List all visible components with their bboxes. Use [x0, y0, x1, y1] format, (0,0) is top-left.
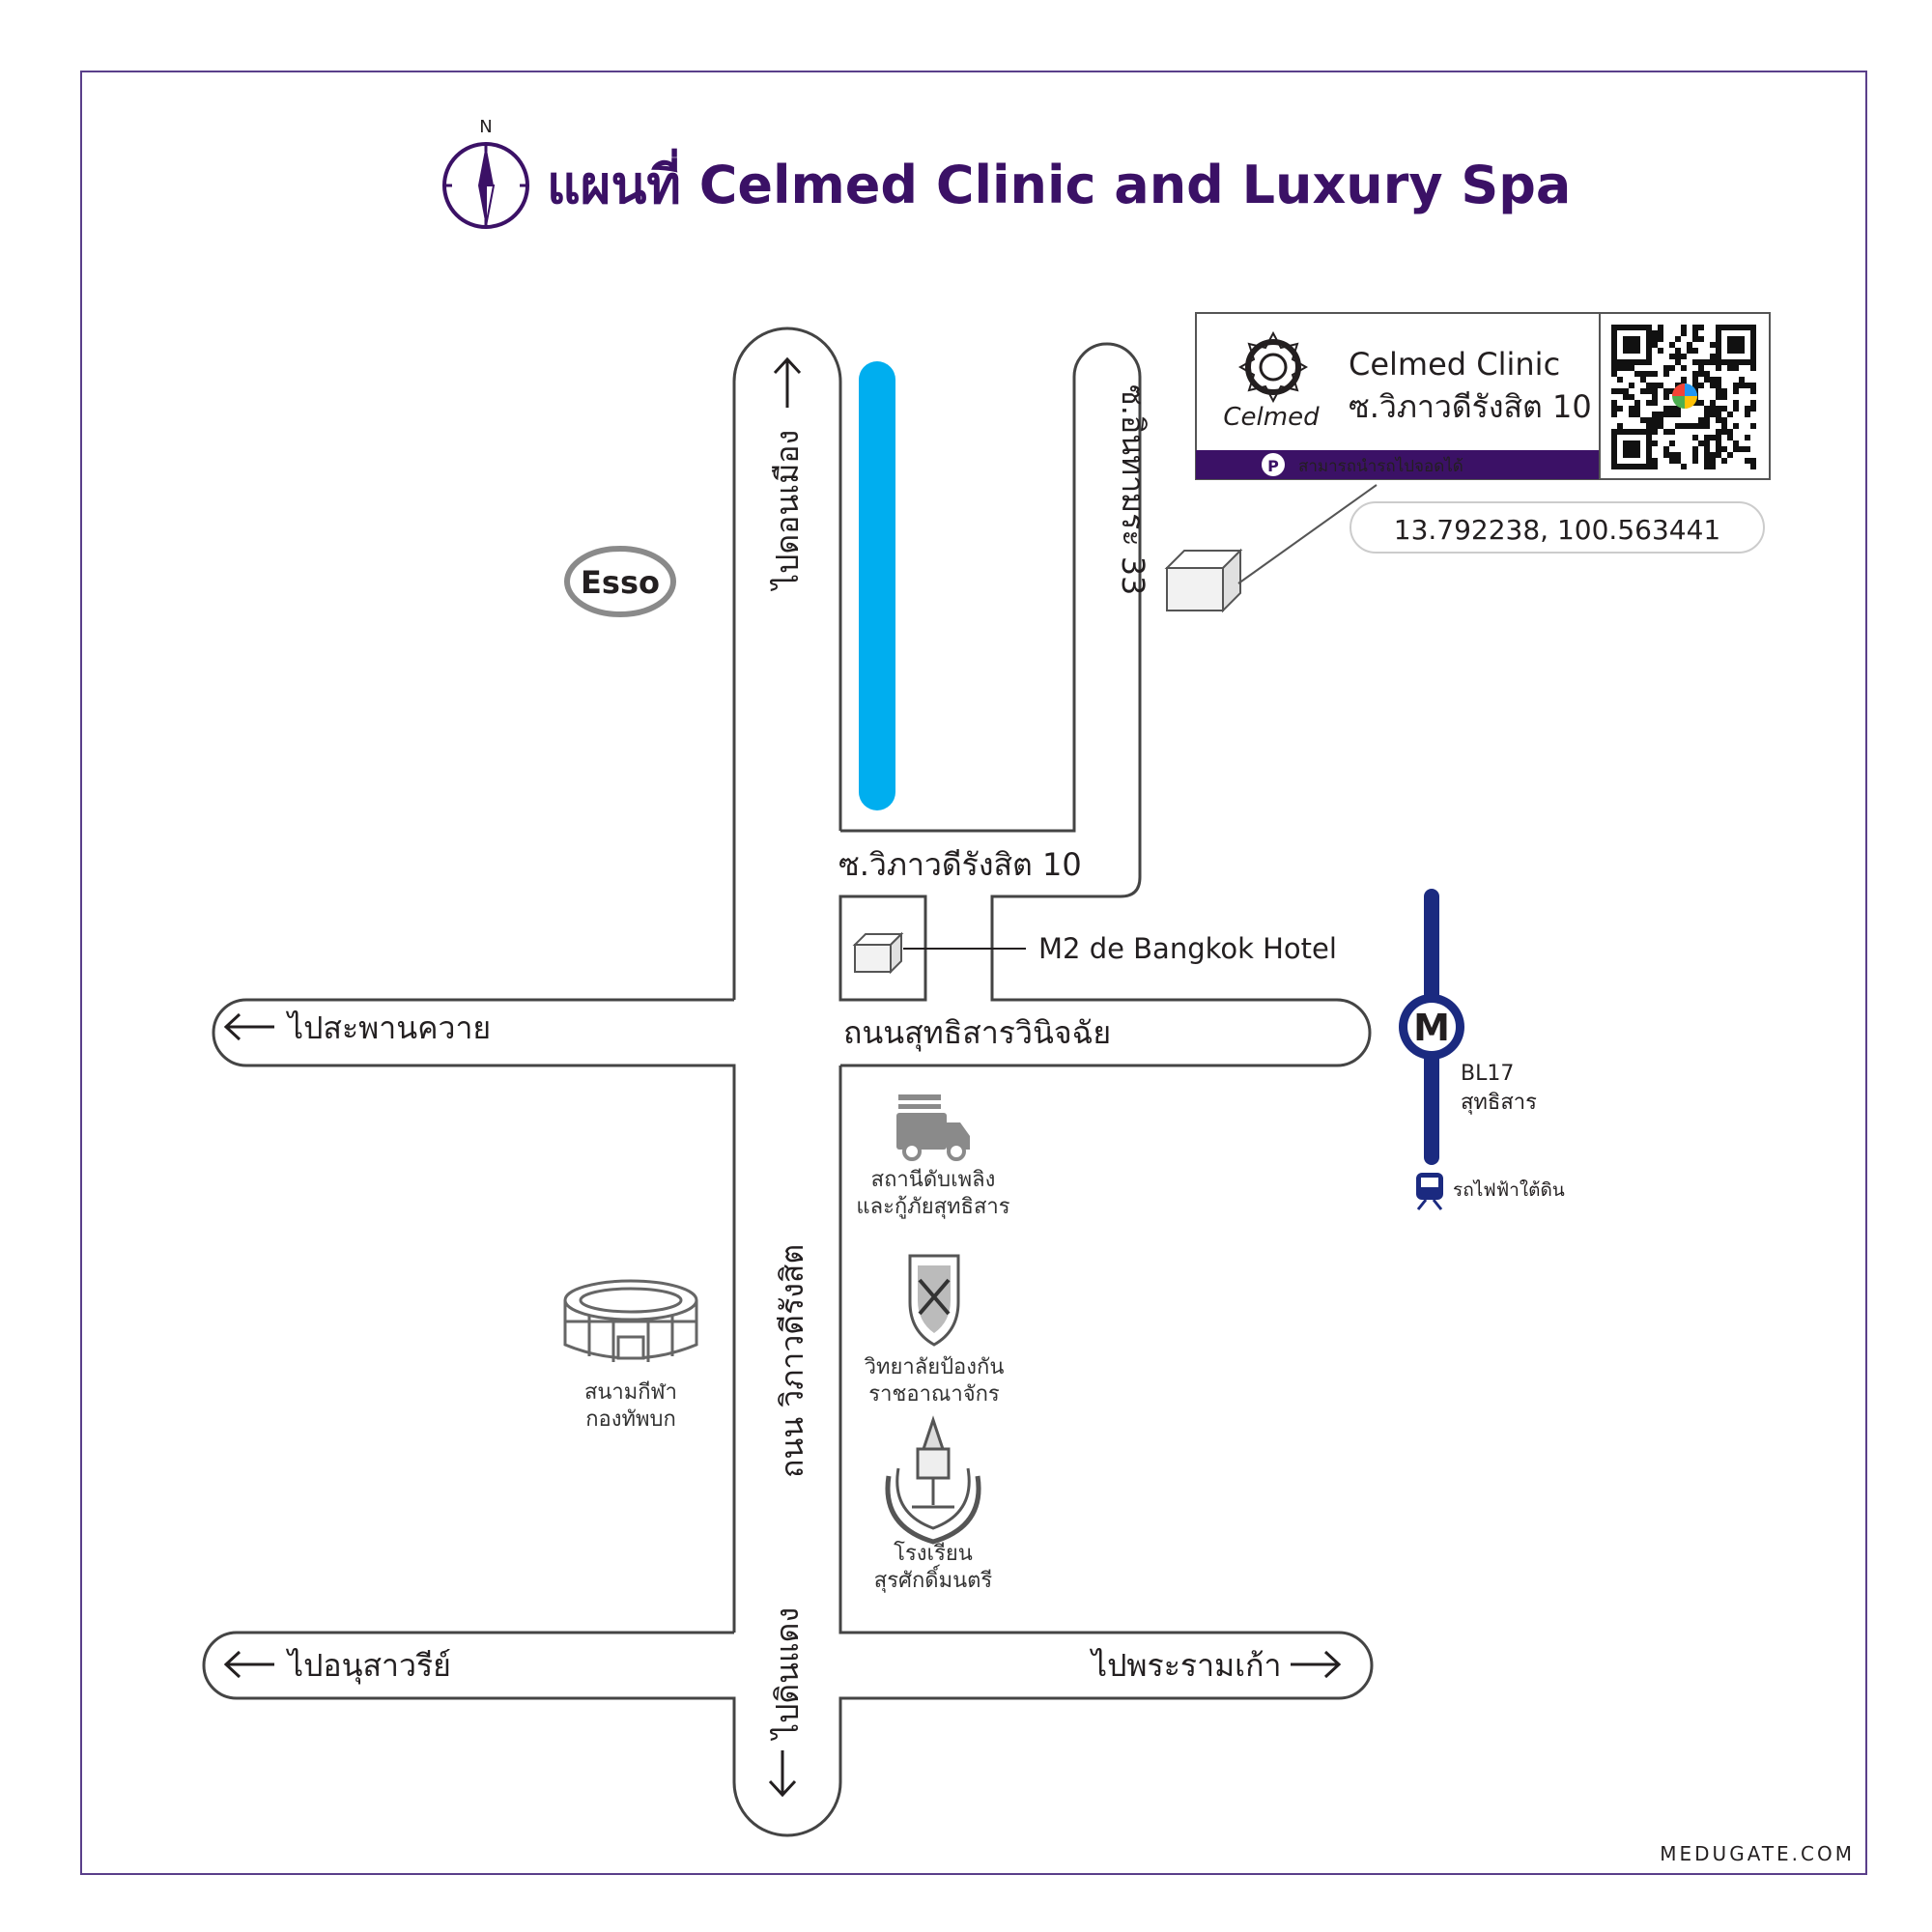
road-label-sutthisan: ถนนสุทธิสารวินิจฉัย	[843, 1014, 1111, 1052]
esso-logo: Esso	[564, 546, 676, 617]
road-network	[202, 327, 1374, 1837]
road-label-to-saphan-khwai: ไปสะพานควาย	[285, 1009, 491, 1046]
mrt-logo-letter: M	[1413, 1007, 1450, 1049]
mrt-line-label: รถไฟฟ้าใต้ดิน	[1453, 1179, 1565, 1201]
arrow-right-icon	[1291, 1650, 1342, 1679]
clinic-building-icon	[1164, 548, 1243, 613]
page-title: แผนที่ Celmed Clinic and Luxury Spa	[547, 148, 1571, 215]
road-label-vibhavadi: ถนน วิภาวดีรังสิต	[774, 1244, 810, 1478]
mrt-station-code: BL17	[1461, 1062, 1514, 1086]
hotel-label: M2 de Bangkok Hotel	[1038, 932, 1337, 965]
coordinates-text: 13.792238, 100.563441	[1394, 514, 1720, 546]
fire-station-label-line1: สถานีดับเพลิง	[871, 1168, 996, 1192]
arrow-down-icon	[768, 1750, 797, 1798]
parking-icon: P	[1262, 453, 1285, 476]
college-emblem-icon	[908, 1254, 960, 1347]
road-label-soi-vibhavadi-10: ซ.วิภาวดีรังสิต 10	[838, 846, 1082, 883]
celmed-logo-text: Celmed	[1223, 403, 1320, 432]
svg-text:P: P	[1267, 457, 1279, 475]
clinic-soi: ซ.วิภาวดีรังสิต 10	[1349, 388, 1592, 425]
mrt-station-name: สุทธิสาร	[1461, 1091, 1537, 1115]
clinic-leader-line	[1237, 484, 1378, 584]
fire-station-label-line2: และกู้ภัยสุทธิสาร	[856, 1195, 1009, 1219]
stadium-label-line1: สนามกีฬา	[584, 1380, 677, 1405]
stadium-label-line2: กองทัพบก	[585, 1407, 676, 1432]
road-label-to-don-mueang: ไปดอนเมือง	[769, 430, 806, 592]
arrow-left-icon	[223, 1012, 274, 1041]
canal	[859, 361, 895, 810]
train-icon	[1416, 1173, 1443, 1210]
map-pin-icon	[1672, 384, 1697, 409]
fire-truck-icon	[896, 1094, 970, 1161]
parking-note: สามารถนำรถไปจอดได้	[1298, 456, 1463, 476]
road-label-to-din-daeng: ไปดินแดง	[769, 1607, 806, 1742]
stadium-icon	[563, 1279, 698, 1362]
compass-icon	[442, 142, 529, 229]
esso-logo-text: Esso	[581, 564, 660, 601]
road-label-to-victory-monument: ไปอนุสาวรีย์	[285, 1647, 451, 1685]
compass-north-label: N	[479, 117, 492, 137]
road-label-soi-inthamara-33: ซ.อินทามระ 33	[1115, 384, 1151, 595]
school-emblem-icon	[885, 1415, 981, 1545]
road-label-to-rama-9: ไปพระรามเก้า	[1089, 1647, 1281, 1684]
mrt-line	[1399, 889, 1464, 1165]
clinic-card: Celmed Celmed Clinic ซ.วิภาวดีรังสิต 10 …	[1195, 312, 1771, 480]
school-label-line2: สุรศักดิ์มนตรี	[874, 1565, 993, 1593]
college-label-line2: ราชอาณาจักร	[868, 1382, 1000, 1406]
school-label-line1: โรงเรียน	[894, 1541, 973, 1566]
arrow-up-icon	[773, 356, 802, 408]
clinic-name: Celmed Clinic	[1349, 346, 1560, 383]
celmed-logo-icon	[1237, 330, 1309, 404]
watermark: MEDUGATE.COM	[1660, 1842, 1855, 1865]
hotel-building-icon	[852, 931, 904, 975]
college-label-line1: วิทยาลัยป้องกัน	[864, 1355, 1004, 1379]
arrow-left-icon	[223, 1650, 274, 1679]
map-frame	[80, 71, 1867, 1875]
coordinates-pill[interactable]	[1350, 501, 1765, 554]
